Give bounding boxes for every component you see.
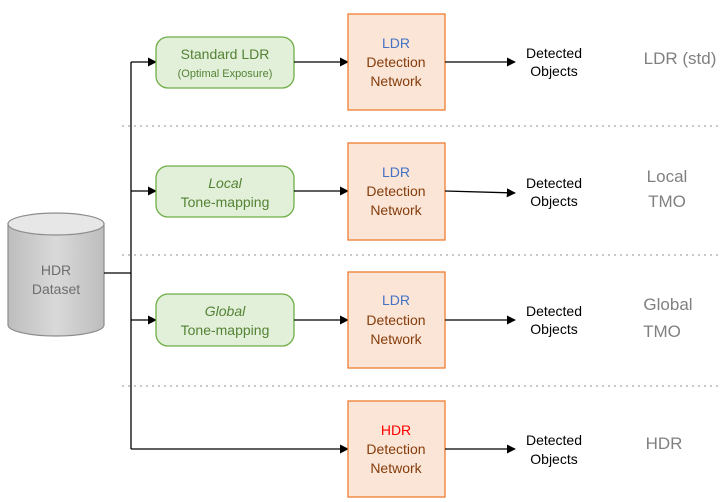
detection-network-box — [347, 271, 446, 369]
detection-network-box — [347, 142, 446, 241]
arrow-to-output — [444, 188, 516, 198]
preprocess-label-line2: Tone-mapping — [181, 322, 270, 338]
row-label-line1: HDR — [646, 434, 683, 453]
network-kind-label: LDR — [382, 292, 410, 308]
network-label-line3: Network — [370, 73, 422, 89]
dataset-label-line2: Dataset — [32, 281, 80, 297]
detection-network-box — [347, 400, 446, 498]
dataset-label-line1: HDR — [41, 262, 71, 278]
row-hdr: HDR Detection Network Detected Objects H… — [131, 400, 683, 498]
preprocess-label-line1: Local — [208, 175, 242, 191]
network-kind-label: LDR — [382, 35, 410, 51]
network-label-line2: Detection — [366, 183, 425, 199]
output-label-line2: Objects — [530, 193, 577, 209]
network-label-line2: Detection — [366, 441, 425, 457]
output-label-line1: Detected — [526, 175, 582, 191]
network-label-line2: Detection — [366, 54, 425, 70]
preprocess-box-standard-ldr — [155, 36, 295, 89]
output-label-line1: Detected — [526, 432, 582, 448]
output-label-line2: Objects — [530, 63, 577, 79]
network-kind-label: HDR — [381, 422, 411, 438]
network-label-line3: Network — [370, 460, 422, 476]
network-label-line3: Network — [370, 331, 422, 347]
row-label-line1: Local — [647, 167, 688, 186]
preprocess-box-global-tone-mapping — [155, 293, 295, 347]
network-label-line3: Network — [370, 202, 422, 218]
network-label-line2: Detection — [366, 312, 425, 328]
row-label-line1: Global — [643, 295, 692, 314]
preprocess-label-line2: (Optimal Exposure) — [178, 68, 273, 80]
output-label-line2: Objects — [530, 321, 577, 337]
network-kind-label: LDR — [382, 164, 410, 180]
row-standard-ldr: Standard LDR (Optimal Exposure) LDR Dete… — [131, 13, 717, 111]
row-global-tmo: Global Tone-mapping LDR Detection Networ… — [131, 271, 693, 369]
output-label-line1: Detected — [526, 45, 582, 61]
output-label-line1: Detected — [526, 303, 582, 319]
hdr-dataset-cylinder: HDR Dataset — [7, 212, 105, 337]
row-local-tmo: Local Tone-mapping LDR Detection Network… — [131, 142, 688, 241]
preprocess-label-line1: Standard LDR — [181, 46, 270, 62]
preprocess-label-line1: Global — [205, 303, 246, 319]
preprocess-label-line2: Tone-mapping — [181, 194, 270, 210]
detection-network-box — [347, 13, 446, 111]
row-label-line2: TMO — [648, 192, 686, 211]
row-label-line2: TMO — [643, 322, 681, 341]
output-label-line2: Objects — [530, 451, 577, 467]
row-label-line1: LDR (std) — [644, 49, 717, 68]
